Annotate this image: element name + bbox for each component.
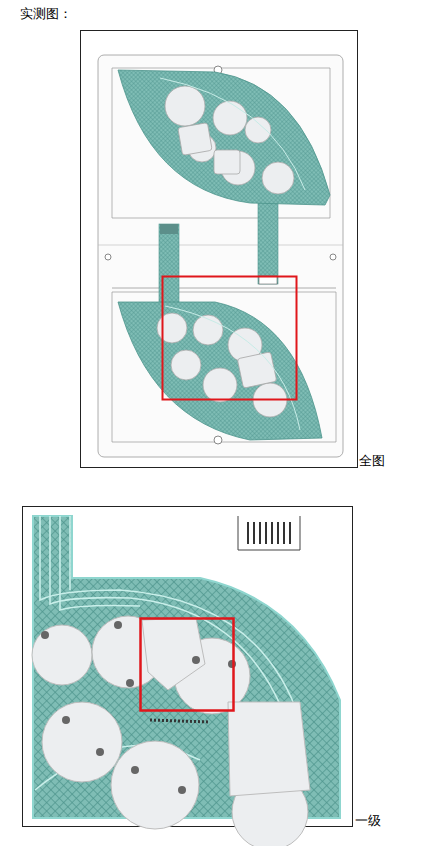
view-label: 全图 <box>359 453 385 469</box>
view-label: 一级 <box>355 813 381 829</box>
figure-title: 实测图： <box>20 6 72 22</box>
